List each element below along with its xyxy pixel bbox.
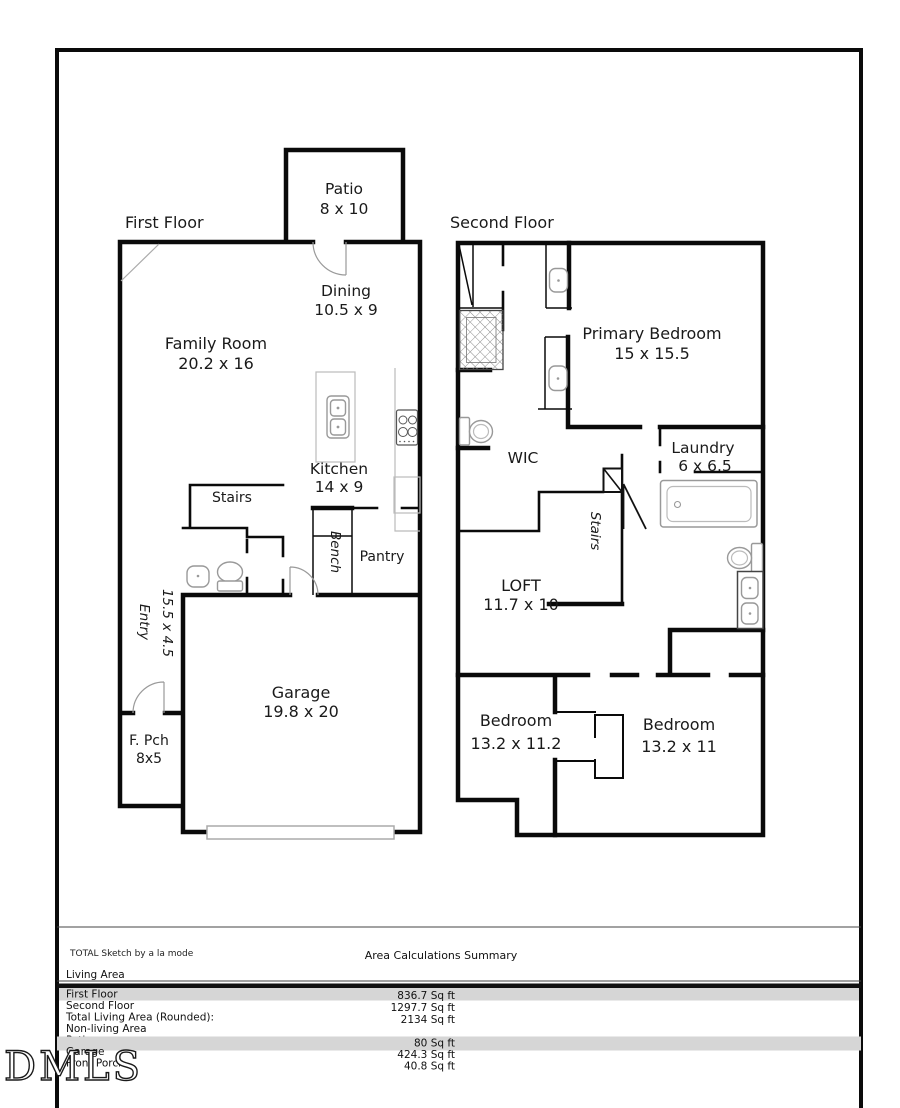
kitchen-island <box>315 371 356 463</box>
row-value-total-living: 2134 Sq ft <box>401 1014 455 1026</box>
row-label-garage: Garage <box>66 1046 104 1058</box>
refrigerator <box>393 476 421 514</box>
room-dims-loft: 11.7 x 10 <box>483 595 559 614</box>
row-band-garage <box>57 1036 861 1051</box>
powder-room-fixtures <box>186 561 244 592</box>
room-label-bedroom-right: Bedroom <box>643 715 715 734</box>
row-value-garage: 424.3 Sq ft <box>397 1049 455 1061</box>
room-label-dining: Dining <box>321 282 371 300</box>
patio-door <box>312 241 347 276</box>
room-label-loft: LOFT <box>501 576 541 595</box>
stair-door-marker <box>602 467 623 493</box>
room-label-stairs-1: Stairs <box>212 490 252 506</box>
room-label-primary: Primary Bedroom <box>582 324 721 343</box>
summary-title: Area Calculations Summary <box>365 949 518 962</box>
room-dims-bedroom-right: 13.2 x 11 <box>641 737 717 756</box>
first-floor-interior-walls <box>181 483 422 597</box>
dmls-watermark: DMLS <box>4 1044 143 1090</box>
powder-toilet <box>216 561 244 592</box>
room-label-pantry: Pantry <box>360 549 405 565</box>
row-value-patio: 80 Sq ft <box>414 1038 455 1050</box>
room-label-bench: Bench <box>327 531 343 573</box>
row-label-front-porch: Front Porch <box>66 1058 125 1070</box>
hall-bath-vanity <box>736 570 764 630</box>
room-label-bedroom-left: Bedroom <box>480 711 552 730</box>
second-floor-perimeter <box>455 240 766 838</box>
room-dims-porch: 8x5 <box>136 751 162 767</box>
room-dims-primary: 15 x 15.5 <box>614 344 690 363</box>
sketch-credit: TOTAL Sketch by a la mode <box>69 949 194 959</box>
room-dims-garage: 19.8 x 20 <box>263 702 339 721</box>
room-dims-family: 20.2 x 16 <box>178 354 254 373</box>
area-calculations-summary: TOTAL Sketch by a la mode Area Calculati… <box>57 926 861 1073</box>
row-value-first-floor: 836.7 Sq ft <box>397 990 455 1002</box>
first-floor-walls <box>117 147 423 835</box>
bedroom-closet-walls <box>554 711 624 779</box>
second-floor-plan: Second Floor <box>450 213 766 838</box>
row-label-total-living: Total Living Area (Rounded): <box>65 1012 214 1024</box>
bathroom-door-marker <box>622 483 647 530</box>
room-label-porch: F. Pch <box>129 733 169 749</box>
front-door <box>132 681 165 714</box>
row-label-second-floor: Second Floor <box>66 1000 135 1012</box>
living-area-header: Living Area <box>66 969 125 981</box>
hall-bath-toilet <box>726 542 764 573</box>
bath-landing-lines <box>458 243 572 410</box>
room-label-wic: WIC <box>508 449 539 467</box>
room-label-stairs-2: Stairs <box>587 512 603 550</box>
page-border <box>55 48 863 1108</box>
kitchen-counter <box>393 368 421 532</box>
room-label-kitchen: Kitchen <box>310 460 368 478</box>
room-label-family: Family Room <box>165 334 267 353</box>
bathtub <box>659 479 758 528</box>
row-value-second-floor: 1297.7 Sq ft <box>391 1002 455 1014</box>
first-floor-plan: First Floor <box>117 147 423 840</box>
room-dims-kitchen: 14 x 9 <box>315 478 364 496</box>
row-value-front-porch: 40.8 Sq ft <box>404 1061 455 1073</box>
nonliving-area-header: Non-living Area <box>66 1023 147 1035</box>
room-dims-entry: 15.5 x 4.5 <box>159 589 175 657</box>
room-dims-patio: 8 x 10 <box>320 200 369 218</box>
table-divider <box>57 983 861 988</box>
second-floor-interior-walls <box>456 241 765 606</box>
room-label-garage: Garage <box>272 683 331 702</box>
primary-bath-vanity <box>548 267 569 392</box>
angled-corner-line <box>120 243 160 282</box>
room-dims-dining: 10.5 x 9 <box>314 301 377 319</box>
garage-door <box>206 825 395 840</box>
room-label-entry: Entry <box>136 604 152 641</box>
room-label-patio: Patio <box>325 180 363 198</box>
hall-bath-fixtures <box>659 479 764 630</box>
row-band-first-floor <box>59 988 859 1001</box>
garage-entry-door <box>289 566 319 596</box>
row-label-first-floor: First Floor <box>66 989 118 1001</box>
primary-bath-toilet <box>458 416 494 446</box>
first-floor-title: First Floor <box>125 213 204 232</box>
room-dims-bedroom-left: 13.2 x 11.2 <box>471 734 562 753</box>
room-dims-laundry: 6 x 6.5 <box>678 457 732 475</box>
room-label-laundry: Laundry <box>671 439 734 457</box>
bench-nook-walls <box>312 508 353 595</box>
stove <box>395 409 419 446</box>
shower <box>458 309 504 371</box>
second-floor-title: Second Floor <box>450 213 554 232</box>
